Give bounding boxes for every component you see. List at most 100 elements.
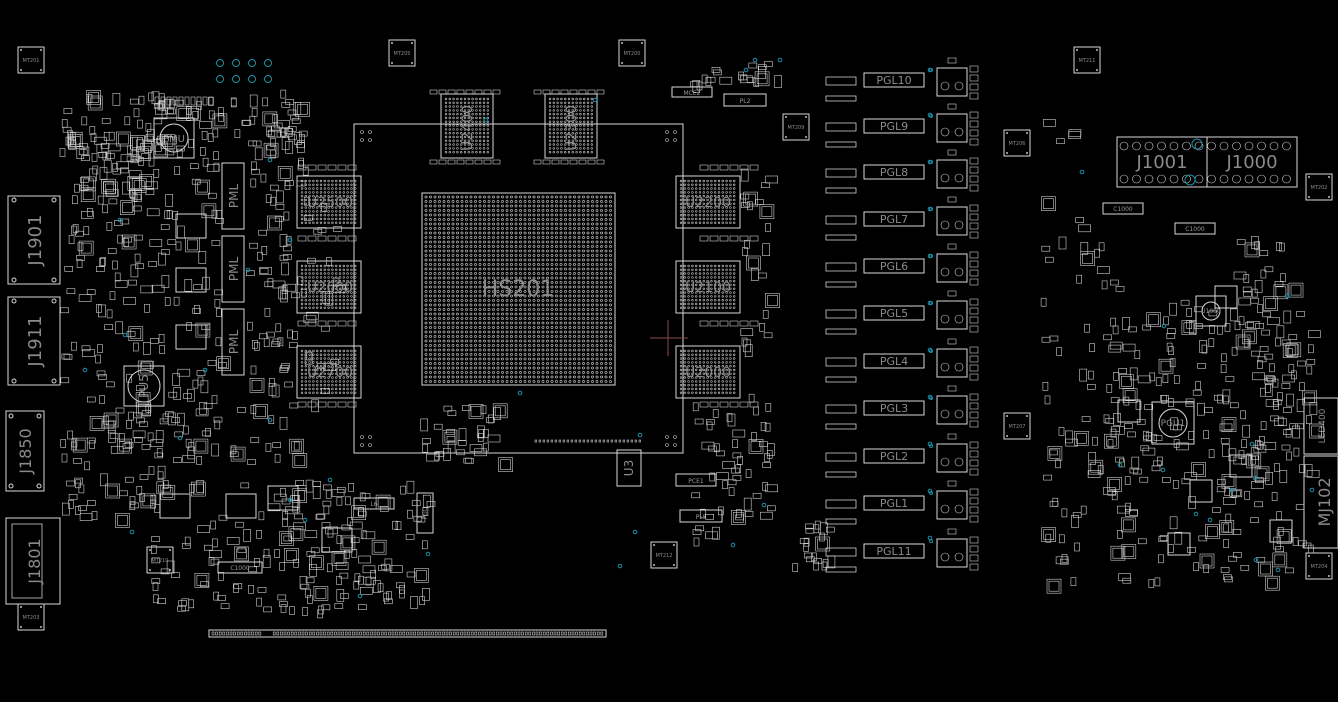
mounting-hole: MT211: [1073, 46, 1101, 74]
regulator-pgl[interactable]: PGL3: [825, 385, 979, 430]
regulator-pgl[interactable]: PGL8: [825, 149, 979, 194]
l6-part[interactable]: L6: [353, 497, 395, 510]
gpu-bga-grid: [424, 195, 612, 383]
regulator-label: PGL11: [876, 545, 911, 558]
mounting-hole-label: MT203: [23, 615, 40, 621]
c1000-label: C1000: [1113, 206, 1133, 213]
mounting-hole-label: MT201: [23, 58, 40, 64]
pcie-edge-connector[interactable]: [208, 629, 607, 638]
mounting-hole: MT201: [17, 46, 45, 74]
memory-u2200[interactable]: U2200: [675, 175, 741, 229]
connector-j1000[interactable]: J1000: [1206, 136, 1298, 188]
pcie-fingers: [211, 631, 604, 636]
memory-u2700[interactable]: U2700: [296, 345, 362, 399]
mounting-hole: MT204: [1305, 552, 1333, 580]
smd-components: [59, 61, 1324, 619]
mounting-hole-label: MT206: [1009, 141, 1026, 147]
memory-u2300[interactable]: U2300: [544, 93, 598, 159]
via-layer: [82, 57, 1315, 599]
regulator-pgl[interactable]: PGL4: [825, 338, 979, 383]
pu5-label: PU5: [137, 374, 151, 398]
pl2-part[interactable]: PL2: [723, 93, 767, 107]
regulator-pgl[interactable]: PGL1: [825, 480, 979, 525]
pml-inductor-mid[interactable]: PML: [221, 235, 245, 303]
mounting-hole: MT209: [782, 113, 810, 141]
mce2-label: MCE2: [684, 90, 701, 97]
pce1-label: PCE1: [688, 478, 704, 485]
mounting-hole-label: MT212: [656, 553, 673, 559]
memory-u2500[interactable]: U2500: [296, 175, 362, 229]
memory-label: U2200: [685, 195, 731, 211]
memory-label: U2000: [685, 365, 731, 381]
connector-j1911[interactable]: J1911: [7, 296, 61, 386]
regulator-label: PGL9: [880, 120, 908, 133]
mce2-part[interactable]: MCE2: [671, 86, 713, 98]
regulator-label: PGL2: [880, 450, 908, 463]
memory-u2000[interactable]: U2000: [675, 345, 741, 399]
regulator-pgl[interactable]: PGL6: [825, 243, 979, 288]
memory-label: U2100: [685, 280, 731, 296]
memory-u2100[interactable]: U2100: [675, 260, 741, 314]
c1000-part-c[interactable]: C1000: [217, 561, 263, 574]
connector-label: J1850: [16, 428, 35, 474]
mounting-hole-label: MT211: [1079, 58, 1096, 64]
crosshair-cursor: [650, 320, 688, 356]
connector-led400[interactable]: LED400: [1303, 397, 1338, 455]
pml-label: PML: [227, 257, 241, 282]
mounting-hole: MT203: [17, 603, 45, 631]
memory-u2400[interactable]: U2400: [440, 93, 494, 159]
regulator-label: PGL10: [876, 74, 911, 87]
pmu-label: PMU: [163, 134, 185, 145]
connector-label: J1801: [25, 538, 44, 584]
regulator-pgl[interactable]: PGL11: [825, 528, 979, 573]
mounting-hole-label: MT209: [788, 125, 805, 131]
pgd-part[interactable]: PGD: [416, 492, 434, 534]
connector-pins: [1119, 138, 1291, 186]
regulator-pgl[interactable]: PGL5: [825, 290, 979, 335]
connector-label: J1001: [1135, 152, 1187, 173]
regulator-pgl[interactable]: PGL7: [825, 196, 979, 241]
mounting-hole-label: MT207: [1009, 424, 1026, 430]
u3-label: U3: [622, 460, 636, 476]
regulator-label: PGL7: [880, 213, 908, 226]
connector-label: MJ102: [1315, 477, 1334, 526]
pgu1-label: PGU1: [1161, 419, 1186, 429]
u3-chip[interactable]: U3: [616, 449, 642, 487]
regulator-label: PGL6: [880, 260, 908, 273]
memory-label: U2300: [564, 105, 580, 151]
memory-label: U2700: [307, 365, 353, 381]
l6-label: L6: [370, 501, 377, 508]
memory-label: U2600: [307, 280, 353, 296]
pml-inductor-top[interactable]: PML: [221, 162, 245, 230]
connector-j1850[interactable]: J1850: [5, 410, 45, 492]
u1000-chip[interactable]: U1000: [1195, 295, 1227, 327]
pml-label: PML: [227, 330, 241, 355]
c1000-part-a[interactable]: C1000: [1102, 202, 1144, 215]
regulator-pgl[interactable]: PGL2: [825, 433, 979, 478]
regulator-label: PGL8: [880, 166, 908, 179]
pml-label: PML: [227, 184, 241, 209]
regulator-label: PGL3: [880, 402, 908, 415]
connector-label: LED400: [1318, 408, 1328, 443]
mounting-hole: MT206: [1003, 129, 1031, 157]
regulator-pgl[interactable]: PGL10: [825, 57, 979, 102]
regulator-pgl[interactable]: PGL9: [825, 103, 979, 148]
connector-j1901[interactable]: J1901: [7, 195, 61, 285]
gpu-package[interactable]: HS201: [353, 123, 684, 454]
connector-mj102[interactable]: MJ102: [1303, 455, 1338, 549]
pce1-part[interactable]: PCE1: [675, 473, 717, 487]
c1000-label: C1000: [1185, 226, 1205, 233]
c1000-label: C1000: [230, 565, 250, 572]
connector-label: J1911: [25, 315, 46, 367]
connector-label: J1901: [25, 214, 46, 266]
mounting-hole-label: MT202: [1311, 185, 1328, 191]
pml-inductor-bot[interactable]: PML: [221, 308, 245, 376]
pl2-label: PL2: [740, 98, 751, 105]
mounting-hole-label: MT205: [394, 51, 411, 57]
c1000-part-b[interactable]: C1000: [1174, 222, 1216, 235]
pgu1-chip[interactable]: PGU1: [1151, 401, 1195, 445]
mounting-hole: MT212: [650, 541, 678, 569]
mounting-hole-label: MT204: [1311, 564, 1328, 570]
